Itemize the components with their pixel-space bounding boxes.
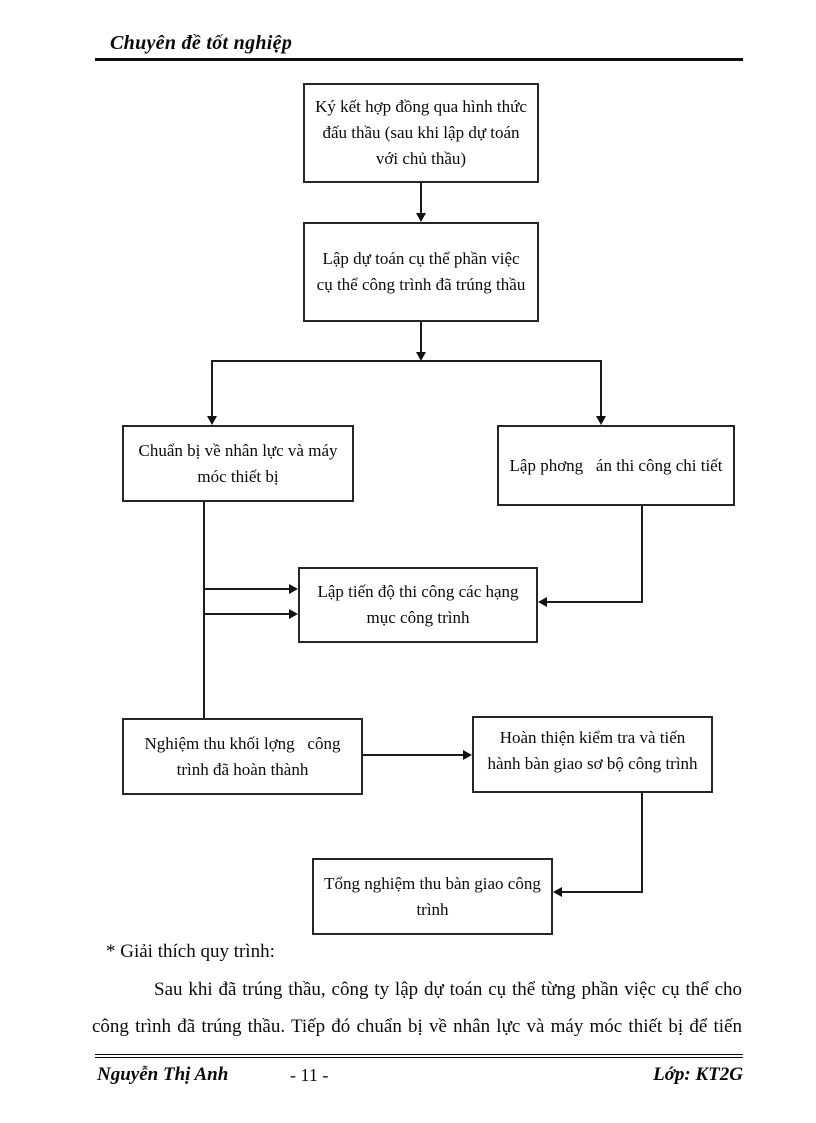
header-rule xyxy=(95,58,743,61)
footer-rule xyxy=(95,1054,743,1058)
notes-paragraph-line: công trình đã trúng thầu. Tiếp đó chuẩn … xyxy=(92,1016,742,1037)
page-title: Chuyên đề tốt nghiệp xyxy=(110,32,293,54)
arrowhead-down-icon xyxy=(416,352,426,361)
connector-line xyxy=(641,793,643,893)
flow-box-label: Lập phơng án thi công chi tiết xyxy=(509,455,723,475)
flow-box-final-handover: Tổng nghiệm thu bàn giao công trình xyxy=(312,858,553,935)
arrowhead-right-icon xyxy=(463,750,472,760)
connector-line xyxy=(363,754,463,756)
flow-box-label: Tổng nghiệm thu bàn giao công trình xyxy=(324,873,541,919)
flow-box-sign-contract: Ký kết hợp đồng qua hình thức đấu thầu (… xyxy=(303,83,539,183)
arrowhead-left-icon xyxy=(538,597,547,607)
notes-heading: * Giải thích quy trình: xyxy=(106,941,275,962)
flow-box-label: Nghiệm thu khối lợng công trình đã hoàn … xyxy=(144,733,341,779)
notes-paragraph-line: Sau khi đã trúng thầu, công ty lập dự to… xyxy=(154,979,742,1000)
flow-box-schedule: Lập tiến độ thi công các hạng mục công t… xyxy=(298,567,538,643)
connector-line xyxy=(420,183,422,215)
arrowhead-right-icon xyxy=(289,609,298,619)
flow-box-prepare-resources: Chuẩn bị về nhân lực và máy móc thiết bị xyxy=(122,425,354,502)
arrowhead-down-icon xyxy=(416,213,426,222)
flow-box-acceptance-volume: Nghiệm thu khối lợng công trình đã hoàn … xyxy=(122,718,363,795)
connector-line xyxy=(600,360,602,417)
footer-class-label: Lớp: KT2G xyxy=(653,1064,743,1085)
connector-line xyxy=(203,588,289,590)
flow-box-label: Hoàn thiện kiểm tra và tiến hành bàn gia… xyxy=(487,728,698,773)
flow-box-label: Ký kết hợp đồng qua hình thức đấu thầu (… xyxy=(315,97,527,168)
footer-page-number: - 11 - xyxy=(290,1065,329,1085)
arrowhead-down-icon xyxy=(207,416,217,425)
footer-author: Nguyễn Thị Anh xyxy=(97,1064,229,1085)
connector-line xyxy=(211,360,213,417)
footer: Nguyễn Thị Anh - 11 - Lớp: KT2G xyxy=(95,1064,743,1090)
flow-box-label: Lập dự toán cụ thể phần việc cụ thể công… xyxy=(316,249,526,294)
connector-line xyxy=(203,502,205,718)
connector-line xyxy=(641,506,643,603)
connector-line xyxy=(211,360,602,362)
flow-box-label: Lập tiến độ thi công các hạng mục công t… xyxy=(317,582,519,627)
flow-box-detailed-estimate: Lập dự toán cụ thể phần việc cụ thể công… xyxy=(303,222,539,322)
arrowhead-left-icon xyxy=(553,887,562,897)
flow-box-preliminary-handover: Hoàn thiện kiểm tra và tiến hành bàn gia… xyxy=(472,716,713,793)
arrowhead-down-icon xyxy=(596,416,606,425)
flow-box-label: Chuẩn bị về nhân lực và máy móc thiết bị xyxy=(138,440,338,486)
connector-line xyxy=(562,891,643,893)
connector-line xyxy=(420,322,422,353)
connector-line xyxy=(203,613,289,615)
flow-box-construction-plan: Lập phơng án thi công chi tiết xyxy=(497,425,735,506)
arrowhead-right-icon xyxy=(289,584,298,594)
connector-line xyxy=(547,601,643,603)
